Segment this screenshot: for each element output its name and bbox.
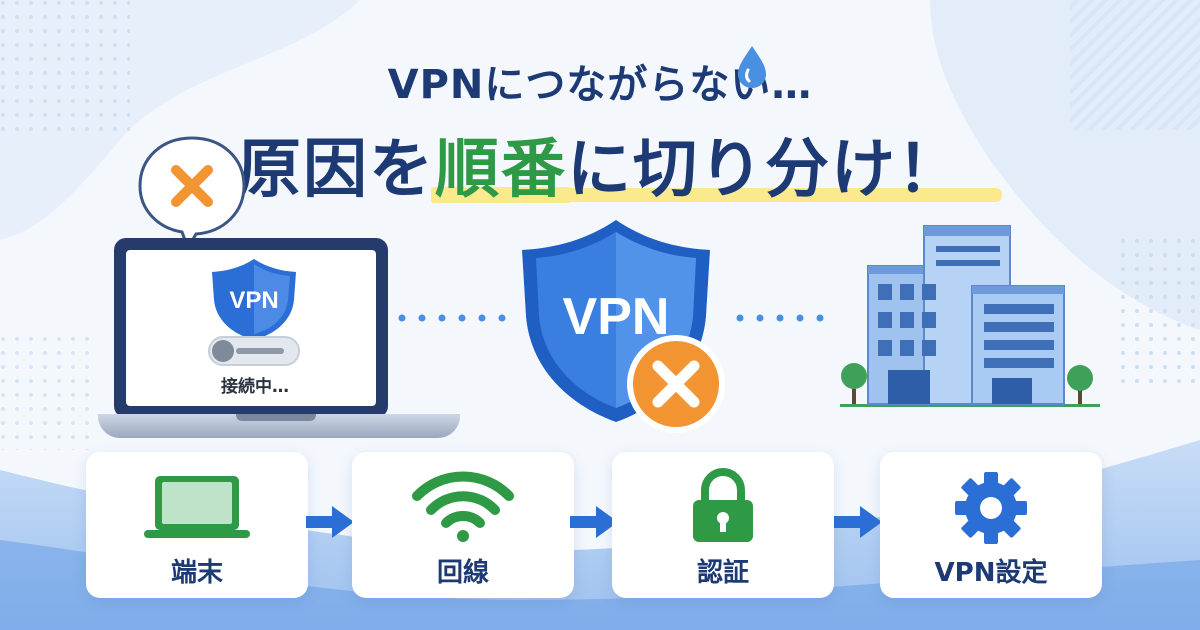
step-card-device[interactable]: 端末 (86, 452, 308, 598)
lock-icon (693, 468, 753, 542)
step-label-network: 回線 (436, 558, 489, 588)
laptop-notch (236, 414, 316, 421)
wifi-icon (412, 471, 514, 542)
laptop-icon (144, 476, 250, 538)
headline-line-2: 原因を順番に切り分け！ (0, 118, 1200, 210)
step-card-auth[interactable]: 認証 (612, 452, 834, 598)
highlight-underline (492, 188, 1002, 202)
toggle-knob (212, 340, 234, 362)
vpn-shield-label: VPN (563, 288, 670, 346)
speech-bubble (138, 136, 246, 252)
laptop-shield-label: VPN (229, 287, 278, 314)
step-card-vpn-settings[interactable]: VPN設定 (880, 452, 1102, 598)
headline-line-1: VPNにつながらない… (387, 62, 813, 108)
headline-prefix: 原因を (237, 133, 435, 207)
arrow-right-icon (570, 506, 618, 538)
arrow-right-icon (306, 506, 354, 538)
headline-suffix: に切り分け！ (567, 133, 963, 207)
arrow-right-icon (834, 506, 882, 538)
error-x-icon (171, 165, 213, 207)
toggle-track (236, 348, 284, 354)
connection-status: 接続中… (221, 377, 289, 397)
headline-highlight: 順番 (435, 133, 567, 207)
office-building-icon (840, 225, 1100, 407)
vpn-toggle[interactable] (208, 336, 300, 366)
step-label-device: 端末 (170, 558, 223, 588)
step-label-auth: 認証 (696, 558, 749, 588)
step-label-vpn-settings: VPN設定 (934, 558, 1048, 588)
gear-icon (955, 472, 1027, 544)
tree-left-icon (841, 363, 867, 404)
step-card-network[interactable]: 回線 (352, 452, 574, 598)
connector-dots-left (398, 314, 506, 322)
error-badge-icon (627, 335, 725, 433)
tree-right-icon (1067, 365, 1093, 404)
connector-dots-right (736, 314, 824, 322)
laptop-shield-icon: VPN (212, 259, 296, 340)
sweat-drop-icon (738, 46, 766, 88)
vpn-shield-icon: VPN (522, 220, 725, 433)
